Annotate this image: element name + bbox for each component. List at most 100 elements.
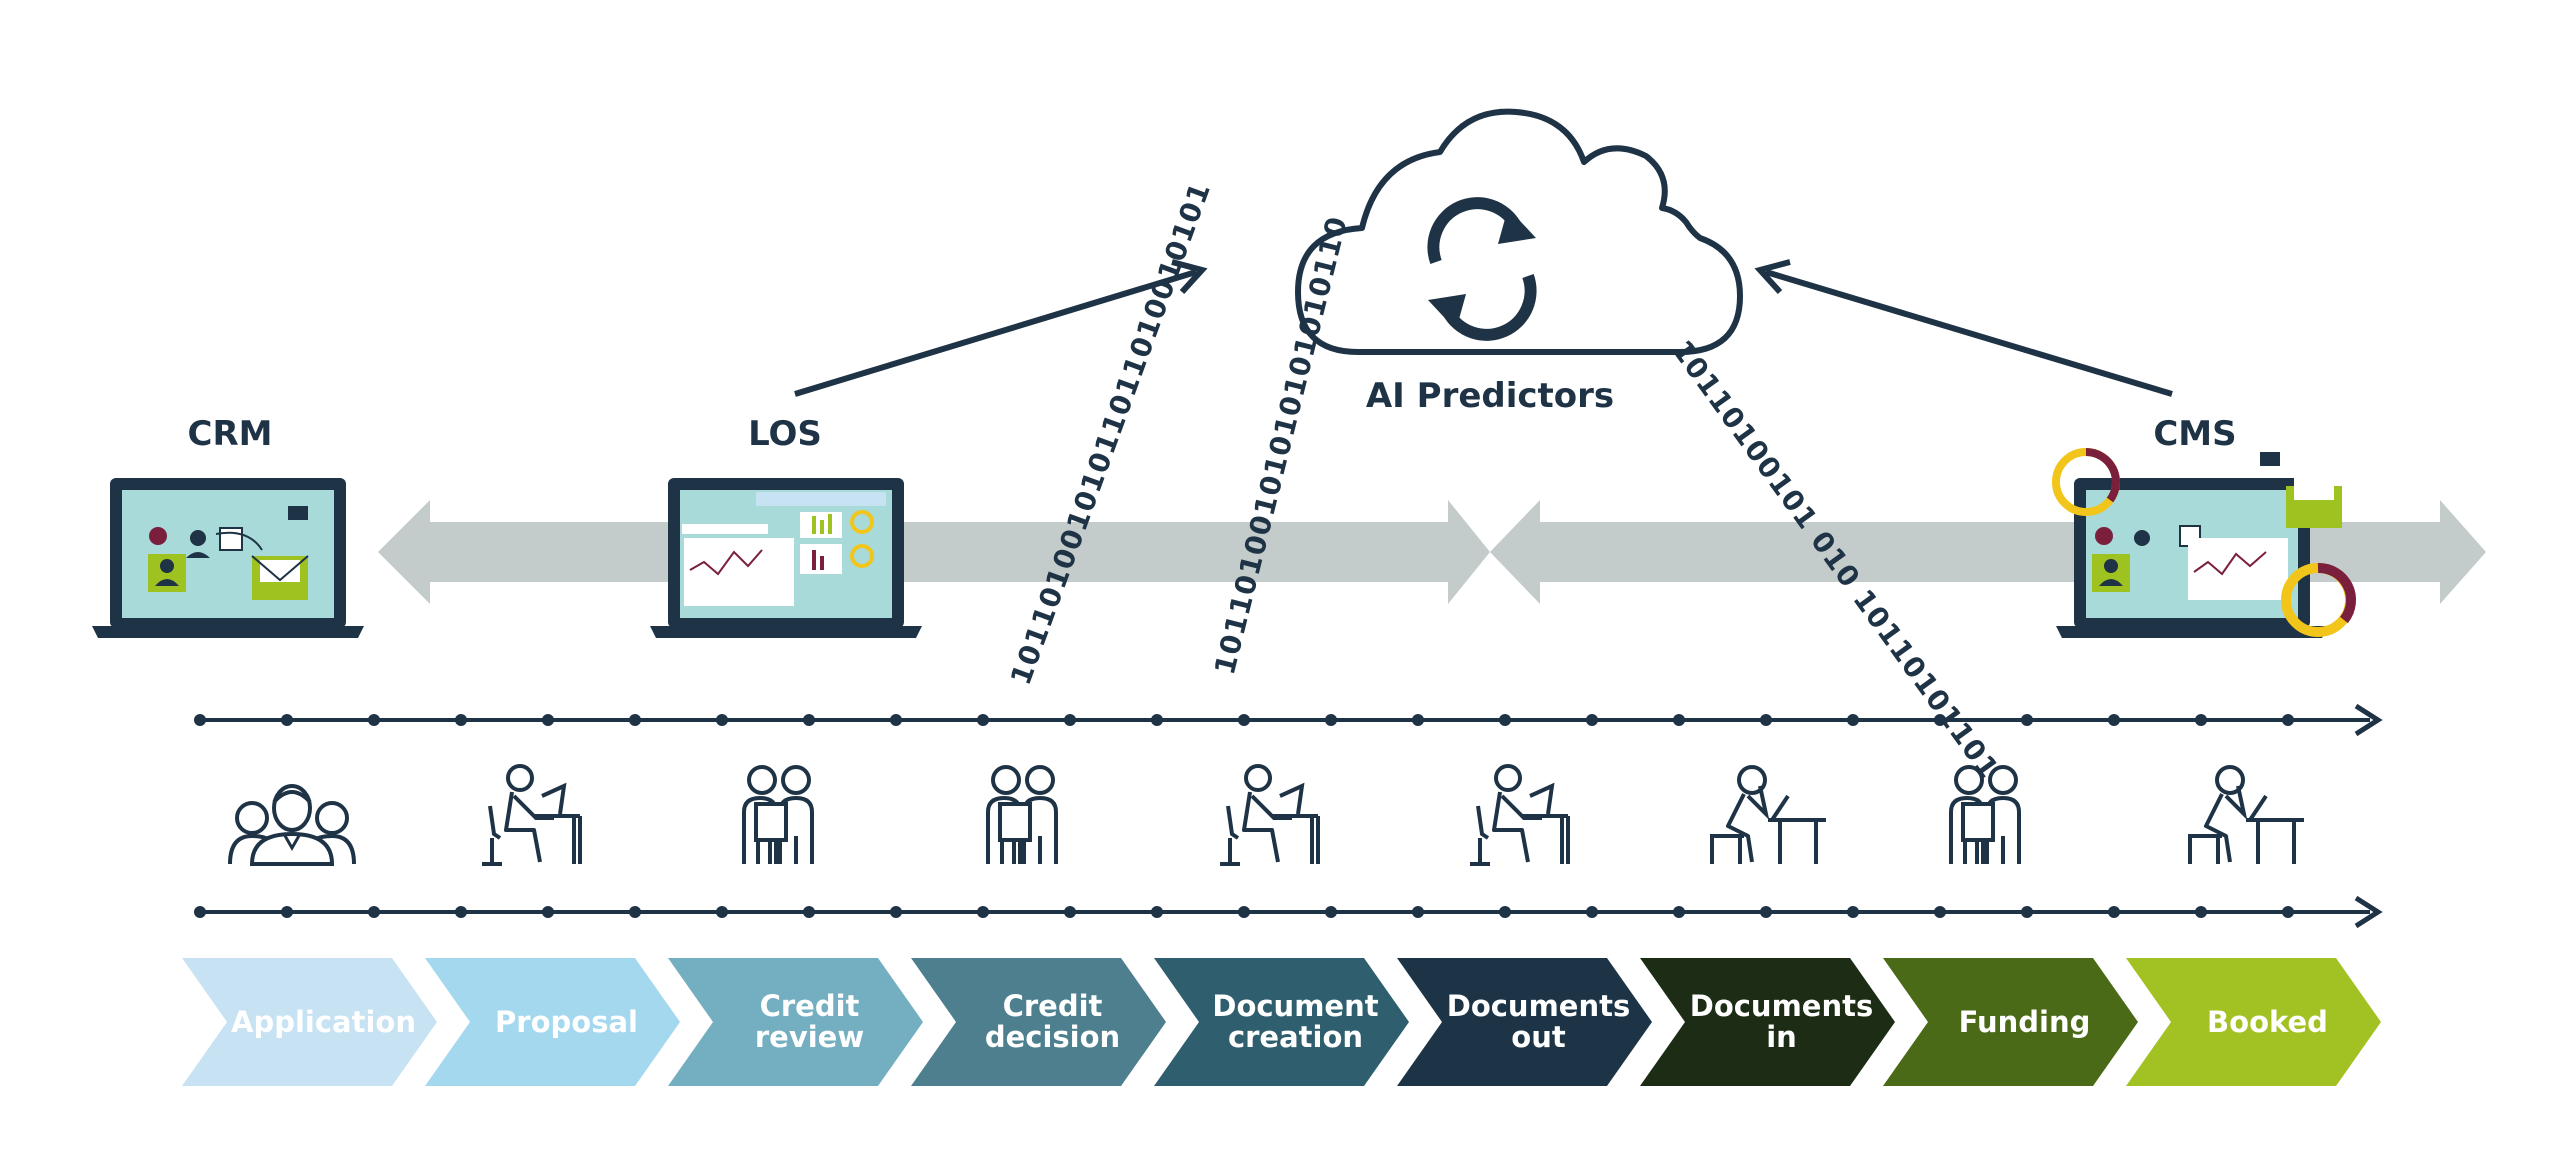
timeline-top — [194, 703, 2383, 737]
people-reviewing-icon — [986, 765, 1058, 866]
timeline-dot — [803, 906, 815, 918]
los-laptop-icon — [650, 478, 922, 638]
los-label: LOS — [748, 414, 822, 454]
timeline-dot — [890, 714, 902, 726]
stage-chevron-shape — [1640, 958, 1895, 1086]
timeline-dot — [629, 906, 641, 918]
timeline-dot — [2021, 714, 2033, 726]
timeline-dot — [194, 906, 206, 918]
timeline-dot — [977, 714, 989, 726]
timeline-dot — [1673, 714, 1685, 726]
person-at-desk-icon — [1218, 764, 1320, 866]
timeline-dot — [1325, 714, 1337, 726]
stage-label: Documents out — [1446, 989, 1631, 1054]
timeline-dot — [1151, 906, 1163, 918]
stage-label: Documents in — [1689, 989, 1874, 1054]
timeline-dot — [2195, 714, 2207, 726]
timeline-dot — [1586, 906, 1598, 918]
timeline-dot — [629, 714, 641, 726]
timeline-dot — [1760, 906, 1772, 918]
cms-laptop-icon — [2052, 448, 2357, 638]
timeline-dot — [1934, 714, 1946, 726]
cloud-icon — [1295, 108, 1743, 355]
timeline-dot — [1064, 714, 1076, 726]
left-double-arrow — [378, 500, 1490, 604]
timeline-dot — [803, 714, 815, 726]
stage-chevron: Credit decision — [911, 958, 1166, 1086]
stage-label: Application — [231, 1004, 416, 1039]
stage-chevron-shape — [1883, 958, 2138, 1086]
stage-chevron: Funding — [1883, 958, 2138, 1086]
timeline-dot — [281, 714, 293, 726]
timeline-dot — [1673, 906, 1685, 918]
los-to-cloud-arrow — [794, 259, 1208, 397]
stage-label: Document creation — [1212, 989, 1379, 1054]
timeline-dot — [1760, 714, 1772, 726]
cloud-label: AI Predictors — [1365, 376, 1615, 416]
timeline-dot — [368, 906, 380, 918]
timeline-dot — [977, 906, 989, 918]
stage-chevron-shape — [1397, 958, 1652, 1086]
timeline-dot — [1412, 906, 1424, 918]
timeline-dot — [1499, 906, 1511, 918]
crm-label: CRM — [187, 414, 273, 454]
timeline-dot — [1934, 906, 1946, 918]
stage-chevron: Document creation — [1154, 958, 1409, 1086]
stage-chevron-shape — [2126, 958, 2381, 1086]
timeline-dot — [1586, 714, 1598, 726]
timeline-dot — [716, 714, 728, 726]
stage-chevron-shape — [425, 958, 680, 1086]
stage-chevron-shape — [1154, 958, 1409, 1086]
timeline-dot — [2282, 906, 2294, 918]
timeline-dot — [2282, 714, 2294, 726]
timeline-dot — [1238, 714, 1250, 726]
timeline-dot — [716, 906, 728, 918]
person-at-desk-icon — [480, 764, 582, 866]
timeline-dot — [890, 906, 902, 918]
stage-chevron: Proposal — [425, 958, 680, 1086]
cms-label: CMS — [2153, 414, 2237, 454]
stage-chevron: Application — [182, 958, 437, 1086]
timeline-dot — [2108, 906, 2120, 918]
timeline-dot — [1412, 714, 1424, 726]
timeline-dot — [2195, 906, 2207, 918]
timeline-dot — [2108, 714, 2120, 726]
timeline-dot — [281, 906, 293, 918]
stage-label: Booked — [2207, 1004, 2328, 1039]
timeline-dot — [542, 906, 554, 918]
timeline-dot — [1847, 906, 1859, 918]
timeline-dot — [455, 906, 467, 918]
stage-chevron: Credit review — [668, 958, 923, 1086]
stage-label: Funding — [1958, 1004, 2091, 1039]
timeline-dot — [1064, 906, 1076, 918]
people-reviewing-icon — [1949, 765, 2021, 866]
sync-icon — [1427, 197, 1537, 341]
timeline-dot — [1847, 714, 1859, 726]
stage-chevron-shape — [668, 958, 923, 1086]
timeline-dot — [2021, 906, 2033, 918]
person-thinking-at-table-icon — [1708, 765, 1828, 866]
stage-chevron: Documents out — [1397, 958, 1652, 1086]
timeline-dot — [368, 714, 380, 726]
stage-label: Proposal — [495, 1004, 638, 1039]
crm-laptop-icon — [92, 478, 364, 638]
timeline-dot — [194, 714, 206, 726]
person-thinking-at-table-icon — [2186, 765, 2306, 866]
stage-chevron-shape — [182, 958, 437, 1086]
person-at-desk-icon — [1468, 764, 1570, 866]
people-reviewing-icon — [742, 765, 814, 866]
timeline-dot — [542, 714, 554, 726]
stage-chevron: Booked — [2126, 958, 2381, 1086]
stage-chevron: Documents in — [1640, 958, 1895, 1086]
stage-label: Credit decision — [984, 989, 1121, 1054]
timeline-dot — [1238, 906, 1250, 918]
timeline-dot — [1499, 714, 1511, 726]
timeline-dot — [1325, 906, 1337, 918]
group-icon — [228, 784, 356, 866]
stage-chevron-shape — [911, 958, 1166, 1086]
timeline-bottom — [194, 895, 2383, 929]
timeline-dot — [455, 714, 467, 726]
stage-label: Credit review — [754, 989, 865, 1054]
timeline-dot — [1151, 714, 1163, 726]
